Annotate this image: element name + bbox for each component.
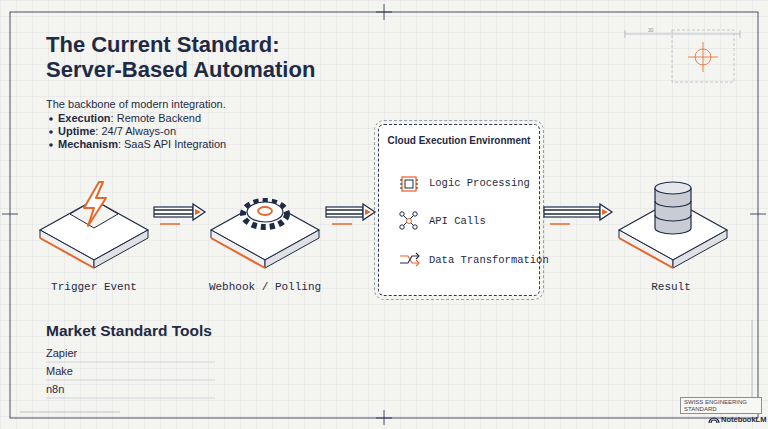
result-tile bbox=[655, 215, 691, 221]
node-label: SWISS ENGINEERING STANDARD bbox=[684, 399, 760, 413]
process-step: Data Transformation bbox=[429, 254, 549, 266]
tool-row-lines bbox=[46, 398, 215, 399]
arrow-stripe bbox=[154, 209, 193, 210]
result-tile bbox=[655, 201, 691, 207]
subtitle-text: The backbone of modern integration. bbox=[46, 98, 226, 110]
trigger-tile bbox=[40, 230, 94, 268]
crosshair-symbol bbox=[703, 42, 704, 72]
watermark-text: NotebookLM bbox=[721, 415, 766, 424]
result-tile bbox=[619, 182, 727, 268]
page-frame bbox=[376, 418, 392, 419]
bullet-item: Uptime: 24/7 Always-on bbox=[58, 125, 176, 137]
arrow-shaft bbox=[544, 207, 600, 217]
tool-row-lines bbox=[46, 380, 215, 381]
page-frame bbox=[376, 12, 392, 13]
process-step: API Calls bbox=[429, 215, 486, 227]
node-label: Webhook / Polling bbox=[208, 281, 322, 293]
arrow-head bbox=[600, 204, 612, 220]
webhook-tile bbox=[247, 202, 283, 222]
result-tile bbox=[673, 230, 727, 268]
result-tile bbox=[655, 182, 691, 194]
arrow-stripe bbox=[326, 213, 363, 214]
result-node: Result bbox=[615, 180, 727, 295]
crosshair-symbol bbox=[672, 30, 734, 82]
dimension-text: 30 bbox=[648, 27, 654, 33]
arrow-head bbox=[193, 204, 205, 220]
dimension-marks bbox=[625, 34, 740, 35]
arrow-stripe bbox=[544, 213, 600, 214]
trigger-tile bbox=[40, 238, 94, 268]
flow-arrow bbox=[326, 204, 375, 224]
arrow-shaft bbox=[154, 207, 193, 217]
arrow-head bbox=[195, 209, 201, 215]
webhook-tile bbox=[265, 230, 319, 268]
bullet-dots bbox=[49, 117, 53, 147]
arrow-stripe bbox=[154, 213, 193, 214]
notebooklm-logo bbox=[709, 418, 719, 423]
bullet-item: Execution: Remote Backend bbox=[58, 112, 201, 124]
node-label: Trigger Event bbox=[38, 281, 150, 293]
tool-name: Make bbox=[46, 365, 73, 377]
flow-arrow bbox=[544, 204, 612, 224]
return-line bbox=[550, 223, 570, 225]
section-heading: Market Standard Tools bbox=[46, 322, 212, 340]
trigger-tile bbox=[94, 230, 148, 268]
cloud-environment-box: Cloud Execution EnvironmentLogic Process… bbox=[378, 124, 540, 296]
webhook-tile bbox=[211, 238, 265, 268]
notebooklm-logo bbox=[711, 420, 717, 423]
webhook-tile bbox=[258, 207, 272, 215]
bullet-item: Mechanism: SaaS API Integration bbox=[58, 138, 226, 150]
notebooklm-logo bbox=[709, 418, 719, 423]
result-tile bbox=[619, 238, 673, 268]
tool-row-lines bbox=[46, 362, 215, 363]
arrow-head bbox=[365, 209, 371, 215]
webhook-node: Webhook / Polling bbox=[208, 180, 322, 295]
webhook-tile bbox=[211, 230, 265, 268]
tool-name: n8n bbox=[46, 383, 64, 395]
trigger-tile bbox=[40, 182, 148, 268]
webhook-tile bbox=[211, 200, 319, 260]
page-frame bbox=[10, 12, 758, 418]
dimension-marks bbox=[20, 412, 120, 413]
page-frame bbox=[750, 214, 766, 215]
tool-row-lines bbox=[46, 362, 215, 398]
node-label: Result bbox=[615, 281, 727, 293]
result-tile bbox=[619, 230, 673, 268]
webhook-tile bbox=[243, 201, 287, 227]
return-line bbox=[332, 223, 352, 225]
dimension-marks bbox=[740, 30, 741, 38]
crosshair-symbol bbox=[672, 30, 734, 82]
dimension-marks bbox=[20, 30, 752, 412]
flow-arrow bbox=[154, 204, 205, 224]
page-frame bbox=[2, 214, 18, 215]
webhook-tile bbox=[211, 200, 319, 268]
bullet-dots bbox=[49, 130, 53, 134]
bullet-dots bbox=[49, 143, 53, 147]
arrow-head bbox=[363, 204, 375, 220]
page-frame bbox=[384, 410, 385, 425]
dimension-marks bbox=[625, 30, 626, 38]
diagram-title: The Current Standard: Server-Based Autom… bbox=[46, 32, 346, 82]
arrow-stripe bbox=[544, 209, 600, 210]
arrow-shaft bbox=[326, 207, 363, 217]
standard-stamp: SWISS ENGINEERING STANDARD bbox=[680, 397, 762, 414]
arrow-stripe bbox=[326, 209, 363, 210]
box-heading: Cloud Execution Environment bbox=[379, 135, 539, 146]
trigger-node: Trigger Event bbox=[38, 180, 150, 295]
page-frame bbox=[2, 4, 766, 425]
process-step: Logic Processing bbox=[429, 177, 530, 189]
arrow-head bbox=[602, 209, 608, 215]
result-tile bbox=[655, 188, 691, 234]
tool-name: Zapier bbox=[46, 347, 77, 359]
trigger-tile bbox=[84, 182, 106, 226]
return-line bbox=[160, 223, 180, 225]
bullet-dots bbox=[49, 117, 53, 121]
